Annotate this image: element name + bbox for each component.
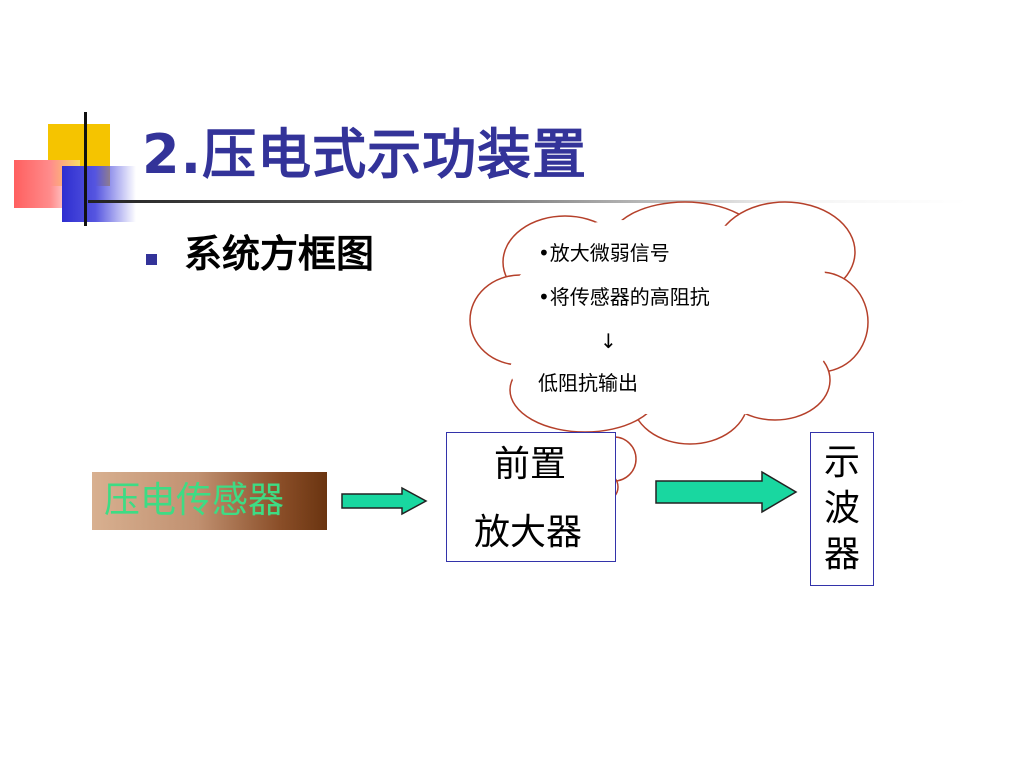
title-underline	[88, 200, 968, 203]
cloud-body	[655, 225, 825, 325]
arrow-amp-to-oscilloscope-icon	[655, 470, 798, 514]
cloud-body	[510, 330, 690, 410]
cloud-body	[540, 220, 700, 330]
preamplifier-box	[446, 432, 616, 562]
slide-title: 2.压电式示功装置	[142, 123, 588, 186]
oscilloscope-label: 示 波 器	[824, 440, 860, 578]
logo-vertical-line	[84, 112, 87, 226]
sensor-label: 压电传感器	[104, 480, 285, 521]
oscilloscope-char: 示	[824, 442, 861, 483]
oscilloscope-box	[810, 432, 874, 586]
logo-blue-bar	[62, 166, 136, 222]
cloud-line-amplify: •放大微弱信号	[538, 241, 670, 265]
preamplifier-label-line1: 前置	[494, 444, 567, 485]
preamplifier-label-line2: 放大器	[474, 512, 583, 553]
bullet-square-icon	[146, 254, 157, 265]
arrow-sensor-to-amp-icon	[341, 486, 428, 516]
cloud-callout	[469, 201, 869, 510]
cloud-line-impedance: •将传感器的高阻抗	[538, 285, 710, 309]
sensor-box	[92, 472, 327, 530]
oscilloscope-char: 波	[824, 488, 861, 529]
cloud-down-arrow-icon: ↓	[600, 329, 617, 353]
bullet-text: 系统方框图	[184, 232, 375, 276]
cloud-line-output: 低阻抗输出	[538, 371, 638, 395]
oscilloscope-char: 器	[824, 534, 861, 575]
cloud-body	[650, 325, 810, 415]
